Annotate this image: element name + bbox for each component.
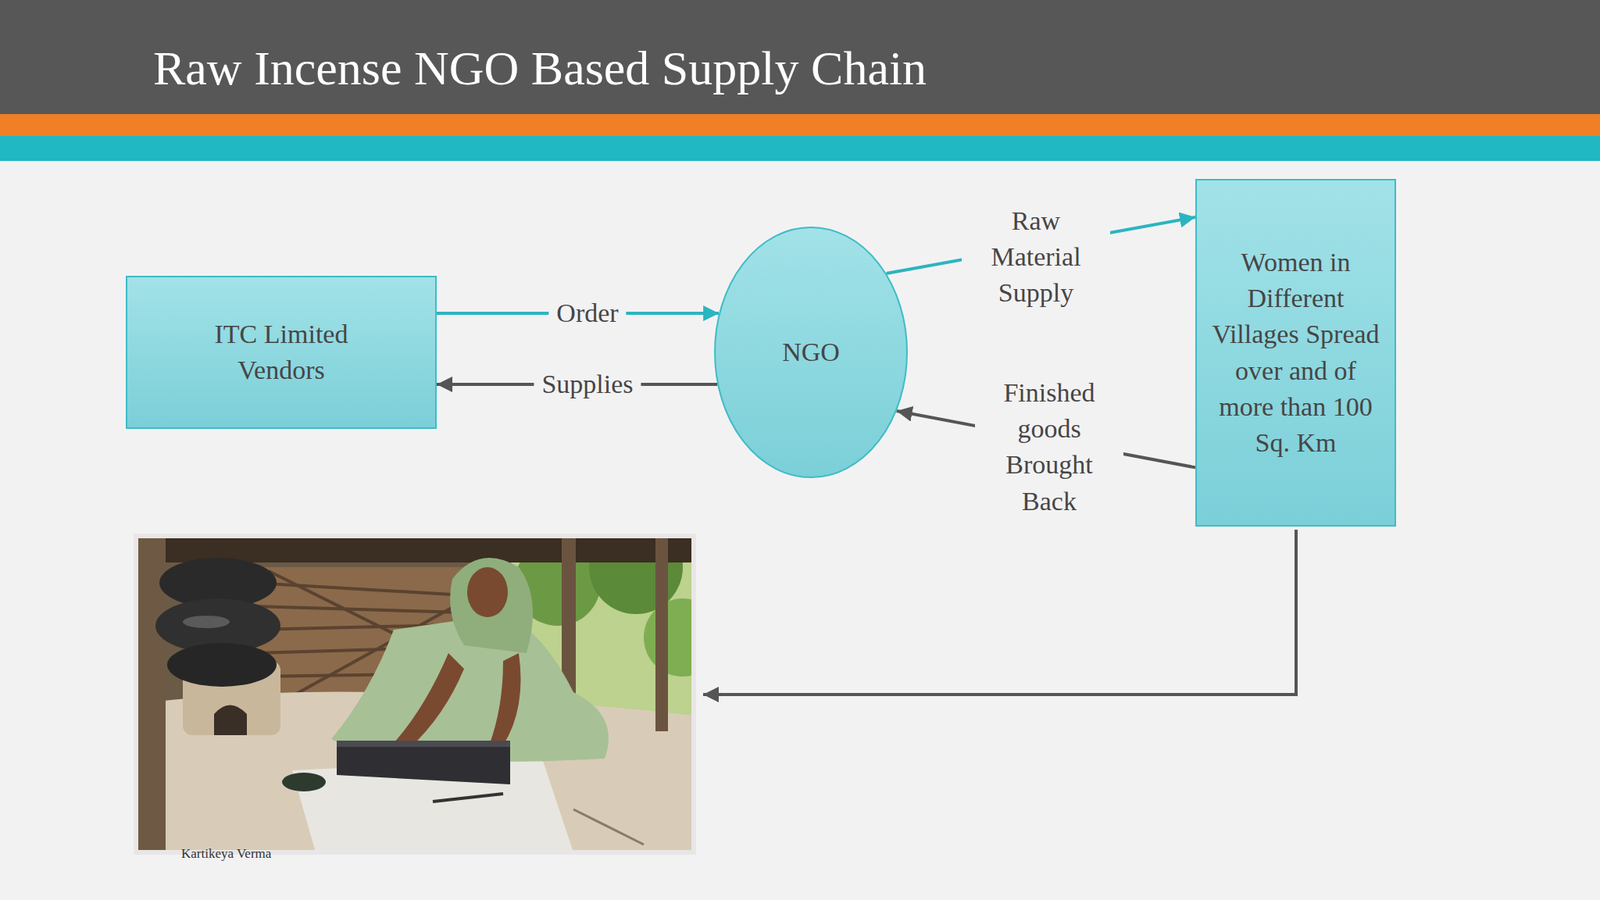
photo-frame bbox=[135, 535, 694, 853]
process-box: ITC Limited Vendors bbox=[125, 275, 437, 429]
rolling-board bbox=[336, 745, 511, 785]
edge-label: Raw Material Supply bbox=[961, 201, 1111, 314]
tool bbox=[432, 793, 504, 802]
edge-label: Supplies bbox=[533, 364, 641, 404]
ellipse-shape bbox=[714, 227, 908, 478]
node-text: Women in Different Villages Spread over … bbox=[1207, 244, 1384, 461]
arm bbox=[393, 653, 465, 749]
process-box: Women in Different Villages Spread over … bbox=[1195, 178, 1397, 527]
flow-arrow bbox=[703, 529, 1297, 695]
pot-highlight bbox=[182, 615, 230, 629]
edge-label: Order bbox=[548, 293, 626, 333]
face bbox=[467, 567, 508, 618]
foliage bbox=[643, 598, 694, 677]
edge-label: Finished goods Brought Back bbox=[975, 373, 1124, 522]
slide-title: Raw Incense NGO Based Supply Chain bbox=[153, 39, 927, 97]
pot bbox=[167, 642, 277, 687]
arm bbox=[489, 653, 522, 746]
accent-stripe bbox=[0, 135, 1600, 161]
head-scarf bbox=[450, 557, 533, 654]
node-text: NGO bbox=[782, 334, 840, 371]
stick bbox=[573, 809, 644, 845]
node-text: ITC Limited Vendors bbox=[179, 316, 383, 389]
village-photo bbox=[135, 535, 694, 853]
rolling-board bbox=[336, 740, 511, 747]
accent-stripe bbox=[0, 114, 1600, 136]
title-bar: Raw Incense NGO Based Supply Chain bbox=[0, 0, 1600, 115]
stove-opening bbox=[214, 705, 247, 736]
paste-bowl bbox=[282, 772, 326, 792]
pole bbox=[655, 535, 668, 732]
process-ellipse: NGO bbox=[714, 226, 908, 479]
author-credit: Kartikeya Verma bbox=[181, 846, 272, 862]
